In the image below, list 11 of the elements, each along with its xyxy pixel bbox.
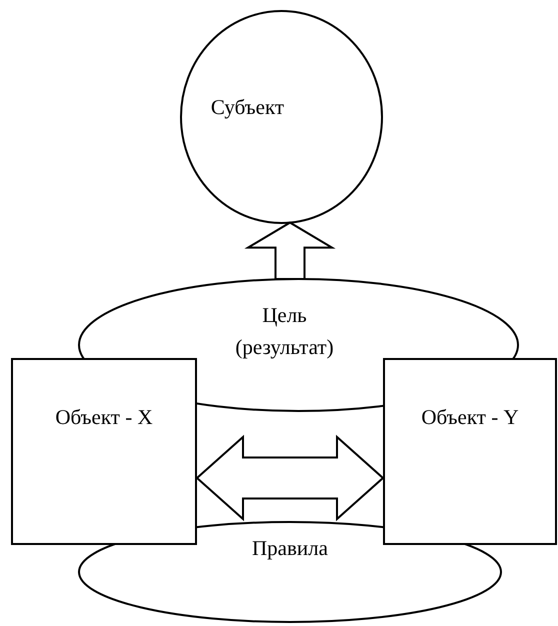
rules-ellipse <box>78 521 502 623</box>
object-box <box>11 358 197 545</box>
node-label: Субъект <box>210 94 284 121</box>
node-label: Правила <box>252 535 328 562</box>
subject-circle <box>180 10 383 224</box>
node-label: Объект - Y <box>421 404 519 431</box>
object-box <box>383 358 557 545</box>
node-label: Цель (результат) <box>234 302 335 360</box>
block-arrow <box>244 221 336 280</box>
node-label: Объект - X <box>55 404 153 431</box>
double-block-arrow <box>196 434 384 522</box>
